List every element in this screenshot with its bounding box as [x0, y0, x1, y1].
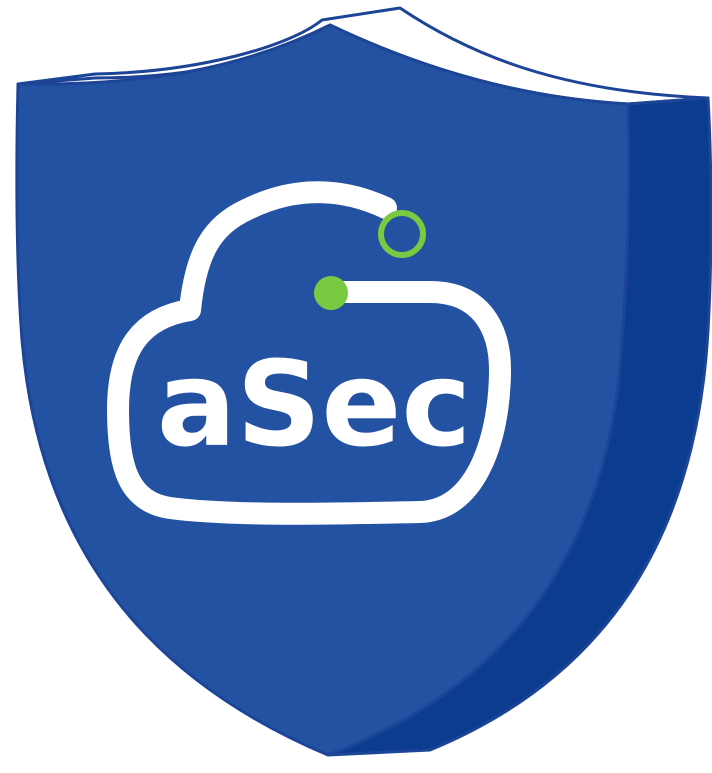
cloud-icon	[107, 181, 511, 525]
brand-wordmark: aSec	[157, 335, 472, 473]
shield-front	[15, 23, 631, 757]
cloud-outline	[107, 181, 511, 525]
node-dot	[314, 276, 348, 310]
network-node-icon	[314, 210, 426, 310]
node-ring	[378, 210, 426, 258]
